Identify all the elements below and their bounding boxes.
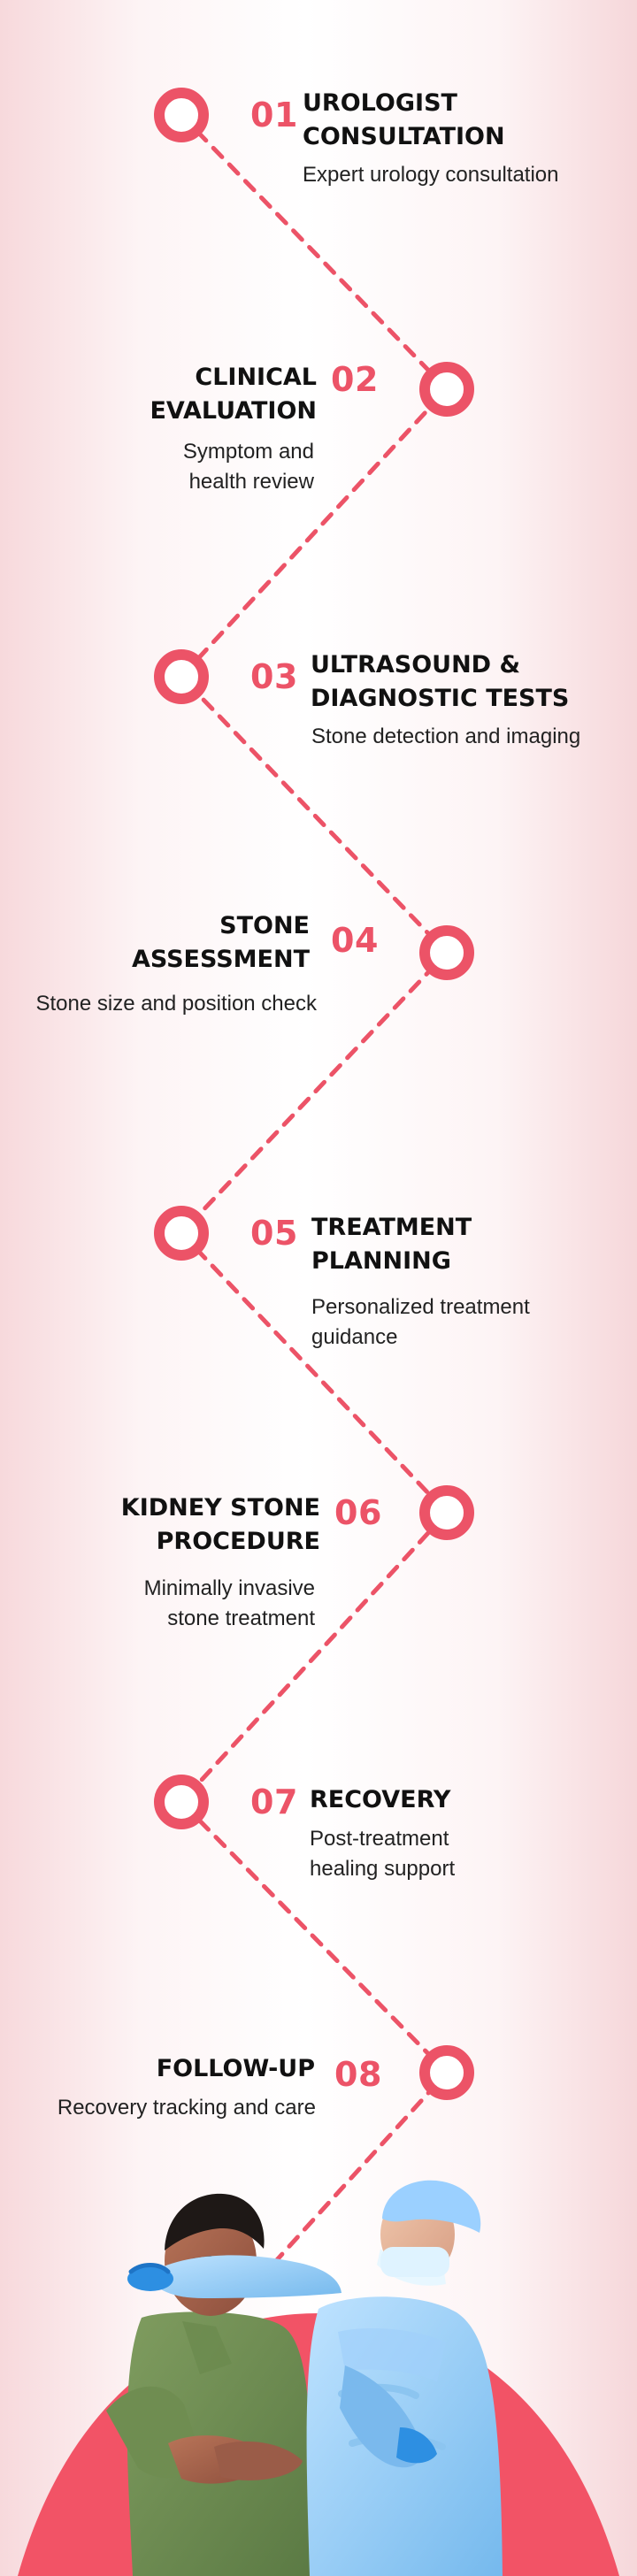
step-number: 08 bbox=[334, 2055, 382, 2094]
timeline-node-icon bbox=[419, 1485, 474, 1540]
timeline-node-icon bbox=[154, 88, 209, 142]
doctor-patient-illustration bbox=[0, 2176, 637, 2576]
timeline-node-icon bbox=[154, 1206, 209, 1261]
step-title: STONE ASSESSMENT bbox=[131, 912, 310, 973]
step-title: UROLOGIST CONSULTATION bbox=[303, 89, 505, 150]
step-description: Minimally invasive stone treatment bbox=[143, 1576, 315, 1630]
step-title: TREATMENT PLANNING bbox=[311, 1214, 472, 1275]
step-description: Stone detection and imaging bbox=[311, 724, 581, 748]
step-title: FOLLOW-UP bbox=[156, 2055, 315, 2082]
step-title: ULTRASOUND & DIAGNOSTIC TESTS bbox=[311, 651, 570, 712]
step-description: Personalized treatment guidance bbox=[311, 1295, 530, 1349]
step-number: 03 bbox=[250, 657, 298, 696]
step-description: Expert urology consultation bbox=[303, 163, 559, 187]
step-number: 07 bbox=[250, 1782, 298, 1821]
step-title: CLINICAL EVALUATION bbox=[150, 364, 317, 425]
timeline-node-icon bbox=[419, 925, 474, 980]
step-description: Stone size and position check bbox=[35, 992, 317, 1016]
step-number: 05 bbox=[250, 1214, 298, 1253]
step-number: 02 bbox=[331, 360, 379, 399]
timeline-node-icon bbox=[154, 1775, 209, 1829]
step-description: Symptom and health review bbox=[182, 440, 314, 494]
step-title: RECOVERY bbox=[310, 1786, 451, 1813]
timeline-node-icon bbox=[419, 2045, 474, 2100]
step-description: Post-treatment healing support bbox=[310, 1827, 456, 1881]
timeline-node-icon bbox=[419, 362, 474, 417]
step-number: 04 bbox=[331, 921, 379, 960]
step-number: 06 bbox=[334, 1493, 382, 1532]
step-title: KIDNEY STONE PROCEDURE bbox=[120, 1494, 320, 1555]
step-number: 01 bbox=[250, 96, 298, 134]
timeline-node-icon bbox=[154, 649, 209, 704]
step-description: Recovery tracking and care bbox=[57, 2096, 316, 2120]
